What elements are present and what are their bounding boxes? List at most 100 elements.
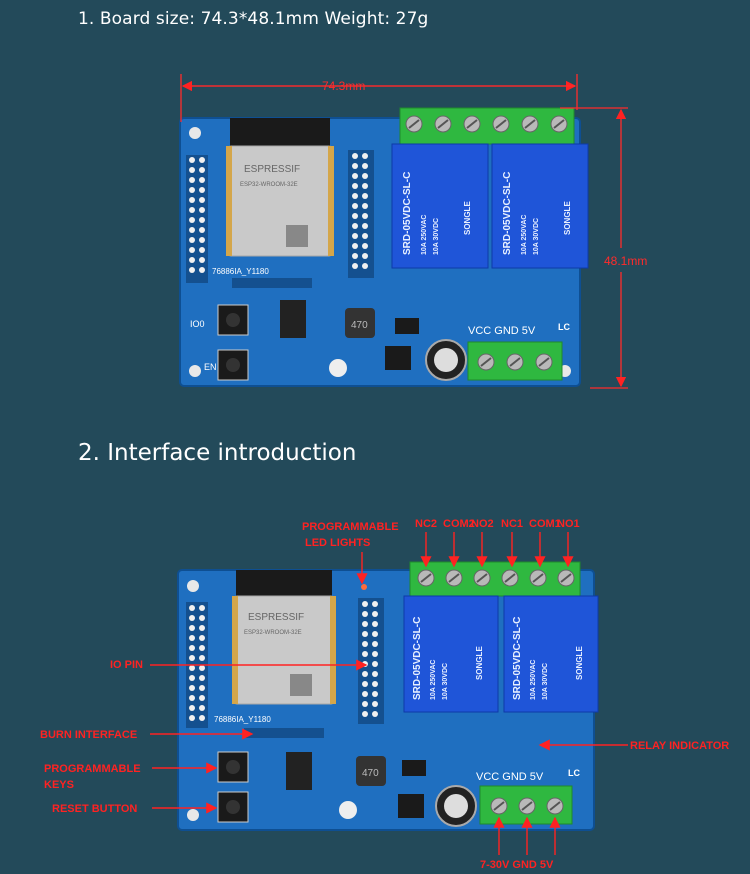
header-pin — [362, 681, 368, 687]
header-pin — [372, 661, 378, 667]
header-pin — [189, 177, 195, 183]
header-pin — [362, 223, 368, 229]
header-pin — [199, 635, 205, 641]
header-pin — [352, 243, 358, 249]
header-pin — [362, 611, 368, 617]
header-pin — [199, 217, 205, 223]
width-dimension-label: 74.3mm — [322, 79, 365, 93]
svg-text:470: 470 — [362, 768, 379, 779]
relay-terminal-block-labeled — [409, 561, 581, 597]
header-pin — [352, 223, 358, 229]
header-pin — [189, 705, 195, 711]
svg-text:SONGLE: SONGLE — [575, 646, 584, 680]
svg-text:10A 30VDC: 10A 30VDC — [442, 663, 449, 700]
header-pin — [199, 197, 205, 203]
callout-terminal-no1: NO1 — [557, 518, 580, 530]
inductor-label: 470 — [351, 320, 368, 331]
header-pin — [362, 641, 368, 647]
module-brand: ESPRESSIF — [244, 164, 300, 175]
header-pin — [189, 695, 195, 701]
relay-terminal-block-top — [399, 107, 575, 145]
header-pin — [199, 675, 205, 681]
header-pin — [362, 233, 368, 239]
header-pin — [362, 671, 368, 677]
header-pin — [352, 153, 358, 159]
header-pin — [199, 705, 205, 711]
svg-text:10A 250VAC: 10A 250VAC — [530, 660, 537, 700]
callout-programmable-keys-2: KEYS — [44, 779, 74, 791]
header-pin — [189, 625, 195, 631]
header-pin — [189, 655, 195, 661]
module-model: ESP32-WROOM-32E — [240, 182, 298, 188]
callout-io-pin: IO PIN — [110, 659, 143, 671]
header-pin — [189, 615, 195, 621]
svg-text:10A 30VDC: 10A 30VDC — [542, 663, 549, 700]
callout-terminal-com2: COM2 — [443, 518, 475, 530]
power-terminal-top — [467, 341, 563, 381]
header-pin — [362, 691, 368, 697]
header-pin — [189, 167, 195, 173]
header-pin — [199, 167, 205, 173]
header-pin — [372, 701, 378, 707]
header-pin — [352, 203, 358, 209]
header-pin — [362, 203, 368, 209]
svg-text:ESPRESSIF: ESPRESSIF — [248, 612, 304, 623]
header-pin — [352, 163, 358, 169]
header-pin — [199, 695, 205, 701]
header-pin — [362, 621, 368, 627]
header-pin — [372, 611, 378, 617]
callout-programmable-keys-1: PROGRAMMABLE — [44, 763, 141, 775]
header-pin — [189, 715, 195, 721]
header-pin — [362, 193, 368, 199]
svg-text:SRD-05VDC-SL-C: SRD-05VDC-SL-C — [512, 617, 523, 700]
header-pin — [199, 625, 205, 631]
header-pin — [362, 213, 368, 219]
io0-label: IO0 — [190, 319, 205, 329]
header-pin — [362, 153, 368, 159]
header-pin — [189, 605, 195, 611]
callout-relay-indicator: RELAY INDICATOR — [630, 740, 729, 752]
header-pin — [352, 173, 358, 179]
header-pin — [189, 665, 195, 671]
header-pin — [189, 207, 195, 213]
svg-text:SRD-05VDC-SL-C: SRD-05VDC-SL-C — [502, 172, 513, 255]
header-pin — [362, 253, 368, 259]
header-pin — [372, 621, 378, 627]
svg-text:10A 30VDC: 10A 30VDC — [433, 218, 440, 255]
header-pin — [362, 163, 368, 169]
callout-burn-interface: BURN INTERFACE — [40, 729, 137, 741]
header-pin — [189, 247, 195, 253]
header-pin — [362, 711, 368, 717]
header-pin — [199, 605, 205, 611]
header-pin — [352, 233, 358, 239]
callout-terminal-com1: COM1 — [529, 518, 561, 530]
header-pin — [372, 601, 378, 607]
svg-text:10A 250VAC: 10A 250VAC — [421, 215, 428, 255]
callout-led-lights-1: PROGRAMMABLE — [302, 521, 399, 533]
header-pin — [372, 681, 378, 687]
svg-text:10A 250VAC: 10A 250VAC — [521, 215, 528, 255]
callout-terminal-nc1: NC1 — [501, 518, 523, 530]
svg-text:LC: LC — [558, 322, 570, 332]
header-pin — [352, 183, 358, 189]
header-pin — [362, 173, 368, 179]
header-pin — [199, 645, 205, 651]
height-dimension-label: 48.1mm — [604, 254, 647, 268]
svg-text:76886IA_Y1180: 76886IA_Y1180 — [214, 715, 271, 724]
relay-left: SRD-05VDC-SL-C 10A 250VAC 10A 30VDC SONG… — [391, 143, 489, 269]
callout-led-lights-2: LED LIGHTS — [305, 537, 370, 549]
header-pin — [372, 711, 378, 717]
header-pin — [199, 247, 205, 253]
header-pin — [189, 197, 195, 203]
header-pin — [352, 193, 358, 199]
svg-text:10A 30VDC: 10A 30VDC — [533, 218, 540, 255]
relay-left-2: SRD-05VDC-SL-C 10A 250VAC 10A 30VDC SONG… — [403, 595, 499, 713]
header-pin — [372, 631, 378, 637]
header-pin — [199, 655, 205, 661]
callout-power-input: 7-30V GND 5V — [480, 859, 554, 871]
header-pin — [362, 243, 368, 249]
section-title-board-size: 1. Board size: 74.3*48.1mm Weight: 27g — [78, 9, 429, 29]
header-pin — [189, 675, 195, 681]
header-pin — [189, 157, 195, 163]
header-pin — [362, 263, 368, 269]
